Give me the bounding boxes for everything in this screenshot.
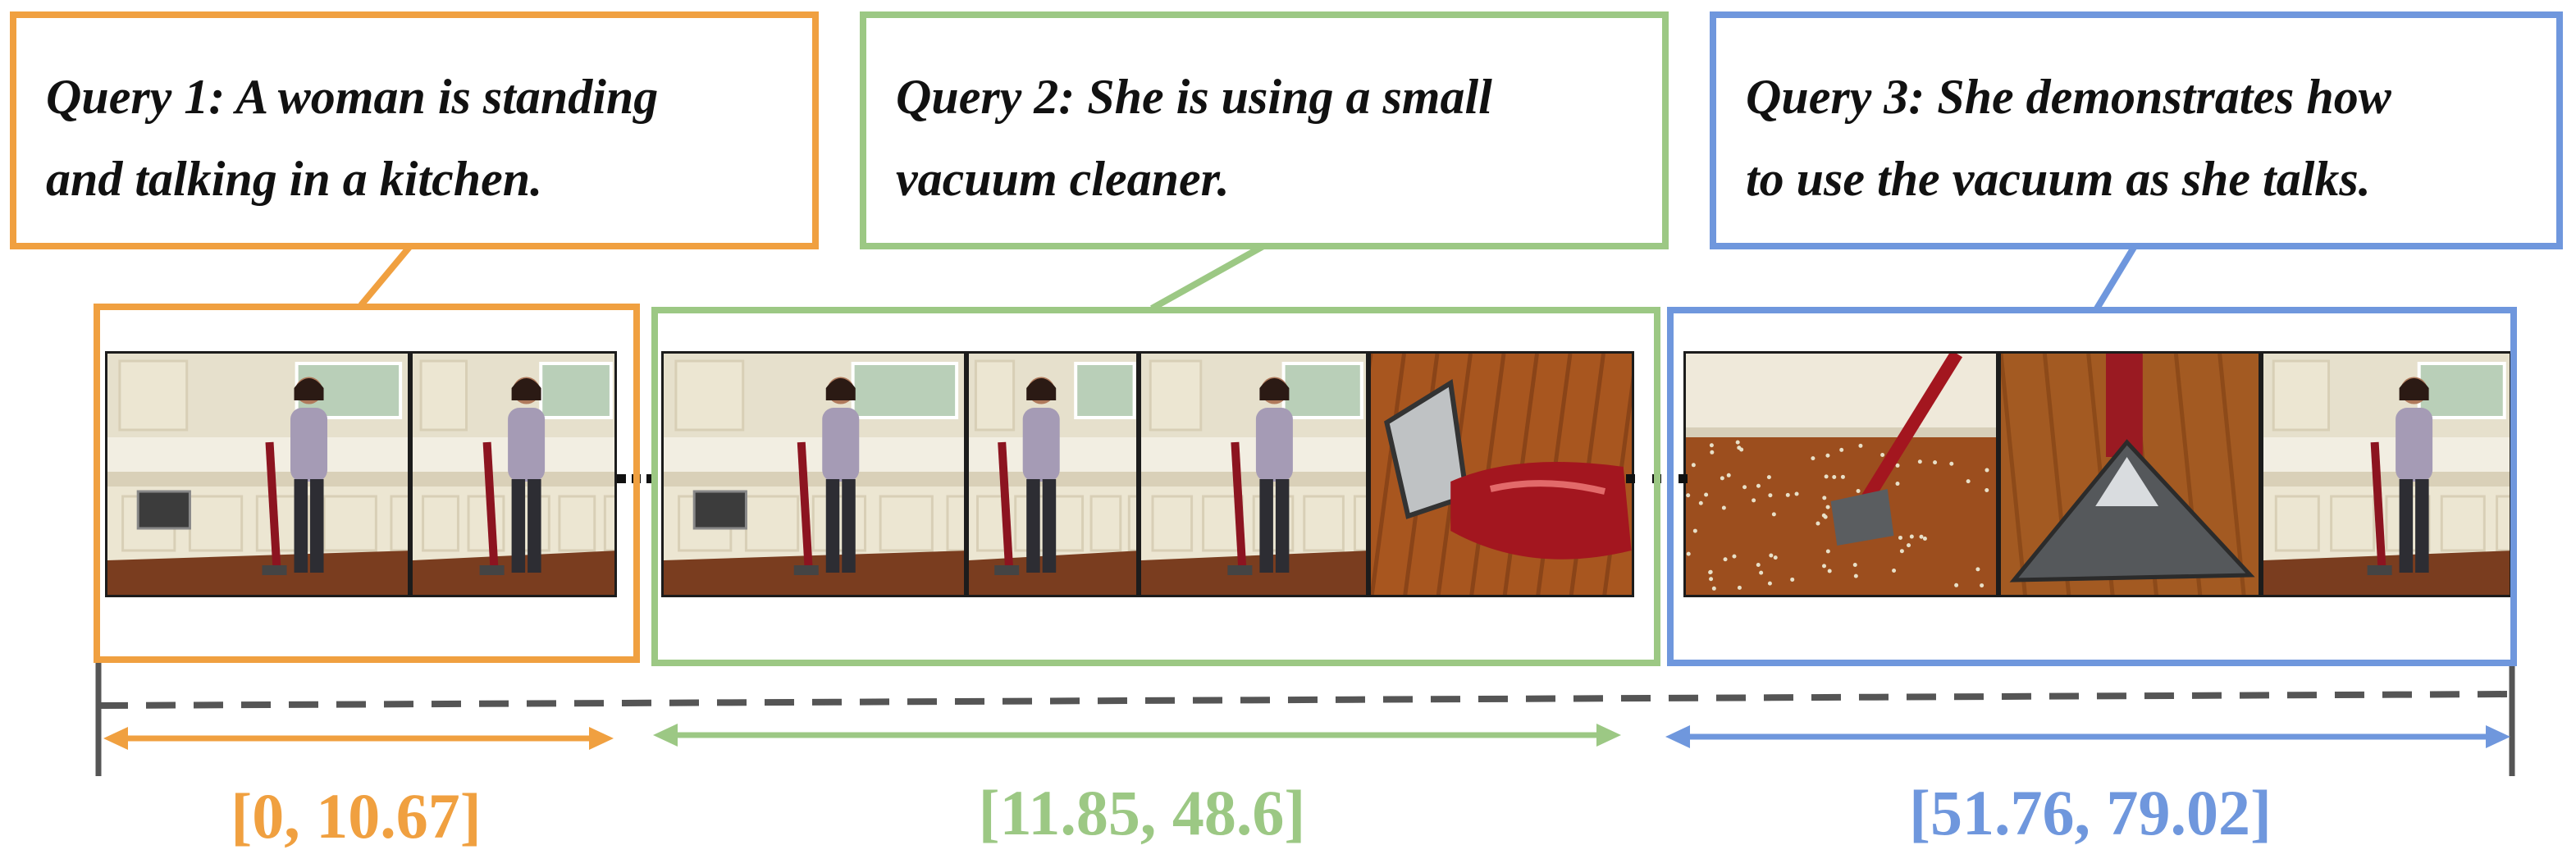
query-1-line-2: and talking in a kitchen. [46, 152, 543, 206]
video-frame-kitchen-woman-holding-vacuum [1139, 351, 1368, 597]
query-3-segment-box [1667, 307, 2517, 666]
ellipsis-dot [617, 474, 626, 483]
video-frame-kitchen-woman-vacuuming-closer [966, 351, 1139, 597]
query-2-interval-arrow [653, 724, 1621, 747]
query-3-box: Query 3: She demonstrates how to use the… [1710, 11, 2563, 249]
query-1-segment-box [94, 304, 640, 663]
query-3-text: Query 3: She demonstrates how to use the… [1746, 56, 2532, 220]
video-frame-kitchen-woman-standing-with-vacuum [105, 351, 410, 597]
video-frame-vacuum-on-floor-with-debris [1683, 351, 1998, 597]
query-2-interval-label: [11.85, 48.6] [978, 777, 1306, 848]
query-1-label: Query 1: [46, 70, 226, 124]
timeline-dashed-line [98, 691, 2513, 709]
query-3-interval-label: [51.76, 79.02] [1909, 777, 2272, 848]
query-3-connector [2094, 244, 2138, 311]
query-2-line-1: Query 2: She is using a small [896, 70, 1492, 124]
video-frame-kitchen-woman-talking [410, 351, 617, 597]
query-3-line-2: to use the vacuum as she talks. [1746, 152, 2371, 206]
ellipsis-dot [646, 474, 655, 483]
query-3-line-1: Query 3: She demonstrates how [1746, 70, 2391, 124]
video-frame-rowenta-vacuum-head-closeup [1998, 351, 2261, 597]
query-1-line-1: Query 1: A woman is standing [46, 70, 659, 124]
video-frame-kitchen-woman-standing-with-vacuum [2261, 351, 2512, 597]
query-2-label: Query 2: [896, 70, 1076, 124]
video-frame-kitchen-woman-vacuuming [661, 351, 966, 597]
query-2-text: Query 2: She is using a small vacuum cle… [896, 56, 1637, 220]
query-3-label: Query 3: [1746, 70, 1925, 124]
query-1-interval-arrow [103, 727, 614, 750]
query-3-interval-arrow [1665, 725, 2510, 748]
ellipsis-dot [1626, 474, 1635, 483]
query-2-connector [1150, 243, 1265, 312]
query-1-box: Query 1: A woman is standing and talking… [10, 11, 819, 249]
query-1-text: Query 1: A woman is standing and talking… [46, 56, 788, 220]
query-2-box: Query 2: She is using a small vacuum cle… [860, 11, 1669, 249]
query-1-connector [358, 244, 413, 308]
query-2-segment-box [651, 307, 1660, 666]
ellipsis-dot [1679, 474, 1688, 483]
query-2-line-2: vacuum cleaner. [896, 152, 1230, 206]
video-frame-vacuum-head-closeup-red [1368, 351, 1634, 597]
query-1-interval-label: [0, 10.67] [231, 780, 482, 852]
